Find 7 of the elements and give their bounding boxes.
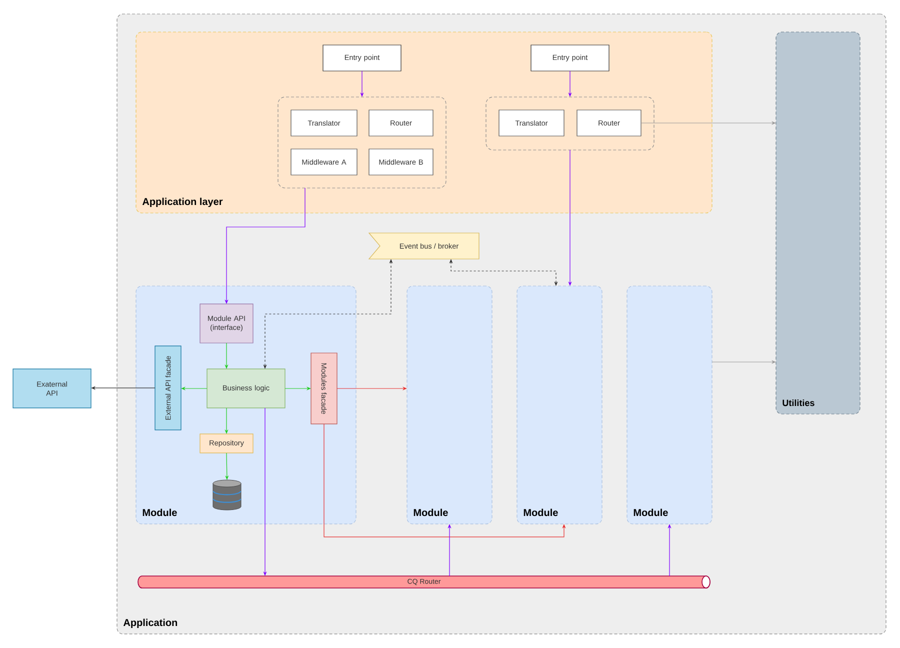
- dashed-frame: [486, 96, 654, 150]
- module-box: Module: [516, 286, 602, 524]
- database-icon: [212, 480, 242, 510]
- module-box: Module: [406, 286, 492, 524]
- module-box: Module: [626, 286, 712, 524]
- container-box: Utilities: [776, 32, 860, 414]
- dashed-frame: [278, 96, 446, 188]
